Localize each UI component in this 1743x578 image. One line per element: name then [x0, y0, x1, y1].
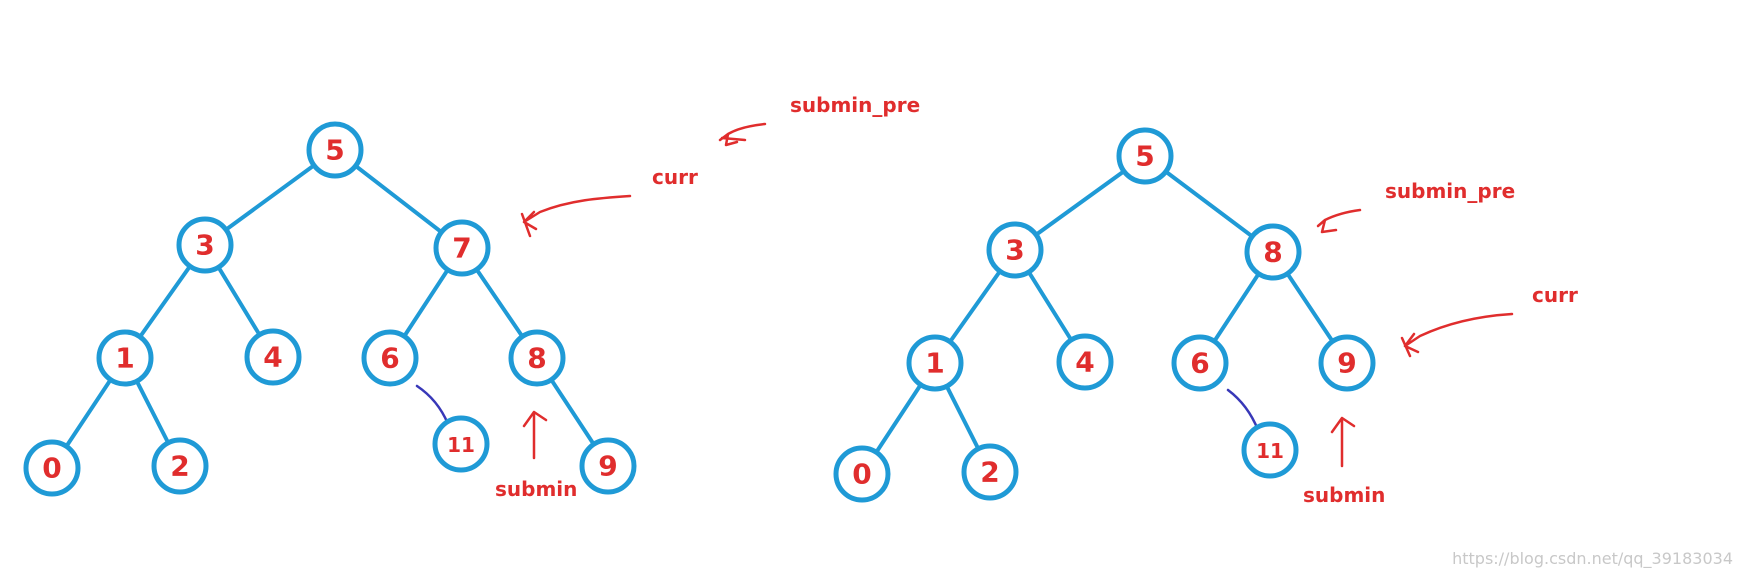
svg-text:4: 4 — [1075, 346, 1094, 379]
svg-text:5: 5 — [1135, 140, 1154, 173]
submin-pre-arrow — [1316, 208, 1362, 234]
tree-node: 5 — [1116, 127, 1174, 185]
tree-node: 9 — [1318, 334, 1376, 392]
tree-node: 6 — [361, 329, 419, 387]
svg-text:6: 6 — [1190, 347, 1209, 380]
tree-node: 6 — [1171, 334, 1229, 392]
thread-link — [1226, 388, 1260, 432]
tree-node: 7 — [433, 219, 491, 277]
tree-node: 4 — [1056, 333, 1114, 391]
submin-pre-arrow — [718, 122, 767, 147]
submin-arrow — [1330, 416, 1356, 468]
tree-node: 5 — [306, 121, 364, 179]
svg-text:3: 3 — [1005, 234, 1024, 267]
tree-node: 4 — [244, 328, 302, 386]
submin-pre-label: submin_pre — [790, 93, 920, 117]
submin-label: submin — [495, 477, 577, 501]
tree-node: 1 — [906, 334, 964, 392]
svg-text:6: 6 — [380, 342, 399, 375]
tree-node: 11 — [432, 415, 490, 473]
svg-text:8: 8 — [1263, 236, 1282, 269]
svg-text:0: 0 — [42, 452, 61, 485]
submin-label: submin — [1303, 483, 1385, 507]
svg-text:3: 3 — [195, 229, 214, 262]
curr-label: curr — [652, 165, 698, 189]
svg-text:2: 2 — [170, 450, 189, 483]
tree-node: 0 — [833, 445, 891, 503]
curr-label: curr — [1532, 283, 1578, 307]
svg-text:8: 8 — [527, 342, 546, 375]
svg-text:1: 1 — [925, 347, 944, 380]
tree-node: 0 — [23, 439, 81, 497]
right-tree: 5 3 8 1 4 6 9 0 2 11 submin_pre curr sub… — [833, 127, 1578, 507]
watermark: https://blog.csdn.net/qq_39183034 — [1452, 549, 1733, 568]
tree-node: 2 — [151, 437, 209, 495]
tree-node: 3 — [176, 216, 234, 274]
curr-arrow — [1400, 312, 1514, 358]
tree-node: 11 — [1241, 421, 1299, 479]
svg-text:11: 11 — [1256, 439, 1284, 463]
svg-text:2: 2 — [980, 456, 999, 489]
svg-text:9: 9 — [1337, 347, 1356, 380]
submin-arrow — [522, 410, 548, 460]
svg-text:5: 5 — [325, 134, 344, 167]
left-tree: 5 3 7 1 4 6 8 0 2 11 9 submin_pre curr s… — [23, 93, 920, 501]
submin-pre-label: submin_pre — [1385, 179, 1515, 203]
svg-text:0: 0 — [852, 458, 871, 491]
svg-text:4: 4 — [263, 341, 282, 374]
thread-link — [415, 384, 450, 426]
svg-text:7: 7 — [452, 232, 471, 265]
svg-text:11: 11 — [447, 433, 475, 457]
svg-text:1: 1 — [115, 342, 134, 375]
tree-node: 9 — [579, 437, 637, 495]
tree-node: 2 — [961, 443, 1019, 501]
tree-node: 8 — [1244, 223, 1302, 281]
svg-text:9: 9 — [598, 450, 617, 483]
tree-node: 8 — [508, 329, 566, 387]
tree-node: 3 — [986, 221, 1044, 279]
tree-node: 1 — [96, 329, 154, 387]
curr-arrow — [520, 194, 632, 238]
